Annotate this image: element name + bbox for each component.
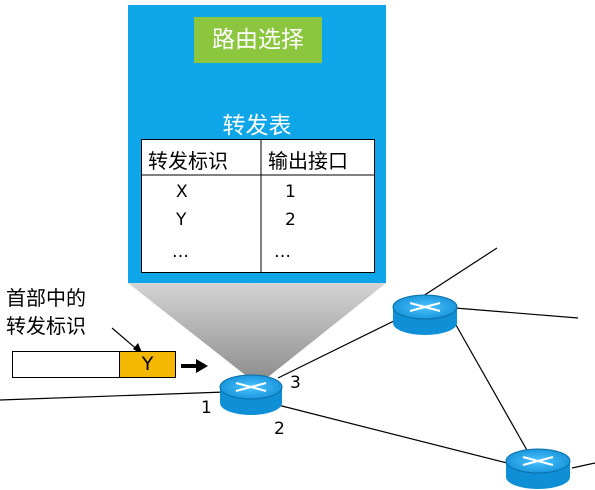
packet-label-line2: 转发标识: [6, 314, 86, 338]
port-number: 3: [290, 373, 301, 393]
table-cell: …: [172, 242, 189, 262]
zoom-funnel: [128, 283, 386, 385]
route-selection-box: 路由选择: [194, 17, 322, 63]
forwarding-tag: Y: [119, 351, 176, 378]
port-number: 2: [274, 419, 285, 439]
link-b-upper: [419, 247, 498, 299]
table-cell: 2: [285, 210, 296, 230]
link-router-b: [277, 317, 401, 379]
link-port1: [0, 391, 226, 401]
packet-label-line1: 首部中的: [6, 286, 86, 310]
table-grid: [141, 139, 375, 273]
link-b-right: [454, 307, 579, 319]
table-cell: X: [176, 182, 188, 202]
router-icon: [505, 448, 571, 489]
link-router-c: [277, 404, 516, 466]
table-header-interface: 输出接口: [268, 149, 348, 173]
table-cell: 1: [285, 182, 296, 202]
table-cell: …: [274, 242, 291, 262]
port-number: 1: [201, 398, 212, 418]
table-header-label: 转发标识: [148, 149, 228, 173]
link-b-c: [451, 317, 529, 453]
table-cell: Y: [176, 210, 187, 230]
router-icon: [219, 374, 283, 415]
network-links: [0, 247, 595, 469]
router-icon: [392, 294, 458, 335]
send-arrow-icon: [196, 359, 208, 373]
link-c-right: [571, 462, 595, 469]
forwarding-table-title: 转发表: [222, 113, 292, 139]
forwarding-table: 转发标识 输出接口 X 1 Y 2 … …: [141, 139, 375, 273]
